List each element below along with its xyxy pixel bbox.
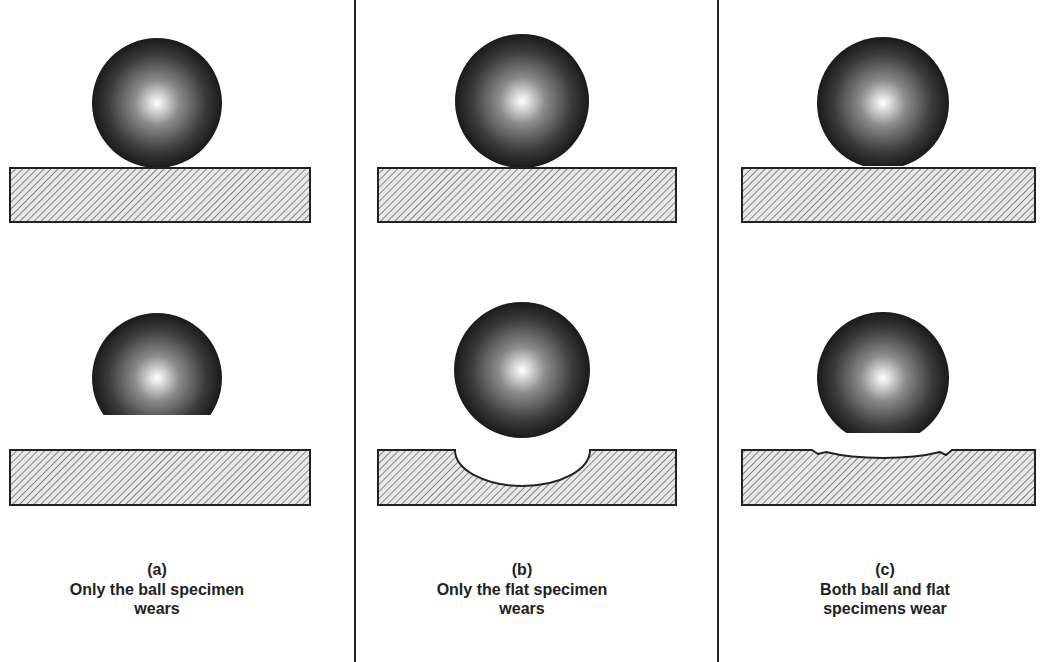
worn-ball bbox=[92, 313, 222, 415]
divider bbox=[354, 0, 356, 662]
panel-letter: (a) bbox=[127, 560, 187, 579]
worn-flat bbox=[742, 450, 1035, 505]
panel-caption: Only the flat specimen wears bbox=[427, 580, 617, 618]
divider bbox=[717, 0, 719, 662]
panel-letter: (c) bbox=[855, 560, 915, 579]
worn-ball bbox=[817, 312, 949, 433]
panel-caption: Only the ball specimen wears bbox=[62, 580, 252, 618]
flat-specimen bbox=[378, 168, 676, 222]
flat-specimen bbox=[742, 168, 1035, 222]
panel-caption: Both ball and flat specimens wear bbox=[785, 580, 985, 618]
ball-specimen bbox=[455, 34, 589, 168]
flat-specimen bbox=[10, 168, 310, 222]
ball-specimen bbox=[454, 302, 590, 438]
panel-letter: (b) bbox=[492, 560, 552, 579]
worn-flat bbox=[378, 450, 676, 505]
ball-specimen bbox=[92, 38, 222, 168]
ball-specimen bbox=[817, 37, 949, 166]
flat-specimen bbox=[10, 450, 310, 505]
